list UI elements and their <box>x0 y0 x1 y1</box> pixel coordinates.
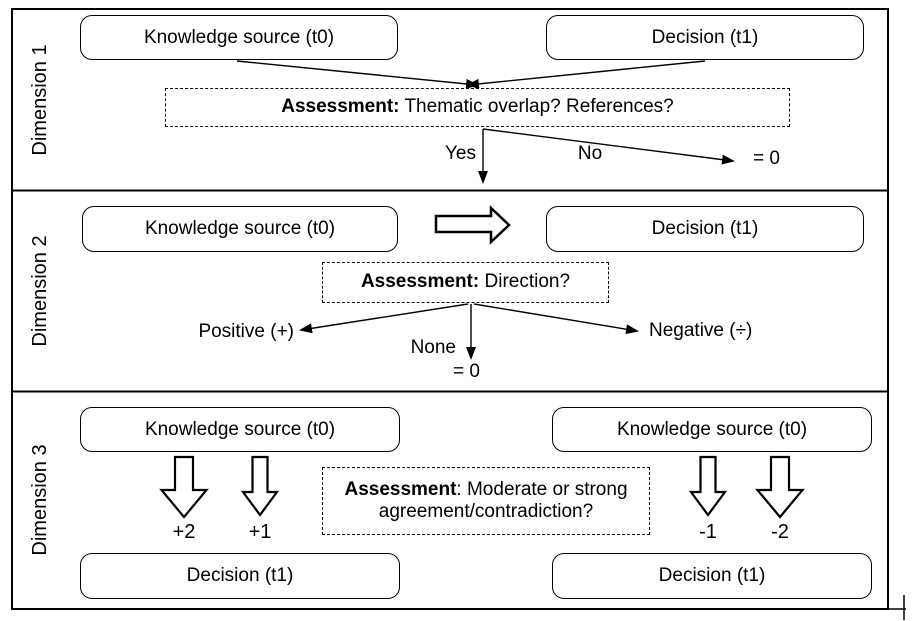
down-block-arrow-plus1-icon <box>240 455 280 517</box>
dim3-knowledge-source-box-right: Knowledge source (t0) <box>552 407 872 452</box>
dim1-zero-label: = 0 <box>753 148 780 169</box>
dim3-assessment-box: Assessment: Moderate or strong agreement… <box>322 467 650 535</box>
dim3-decision-right-label: Decision (t1) <box>658 565 766 586</box>
dimension-2-label: Dimension 2 <box>29 235 51 347</box>
dim2-decision-box: Decision (t1) <box>546 206 864 252</box>
dim2-zero-label: = 0 <box>453 361 480 382</box>
dim3-decision-box-right: Decision (t1) <box>552 553 872 599</box>
dim1-decision-label: Decision (t1) <box>651 26 759 48</box>
right-block-arrow-icon <box>434 205 511 245</box>
dim3-assessment-text-line2: agreement/contradiction? <box>378 501 594 522</box>
dim2-negative-arrow <box>473 303 639 335</box>
dim2-knowledge-source-box: Knowledge source (t0) <box>82 206 398 252</box>
dim2-positive-arrow <box>299 303 469 334</box>
down-block-arrow-minus2-icon <box>755 455 805 519</box>
dim2-none-label: None <box>410 337 456 358</box>
dim2-decision-label: Decision (t1) <box>651 218 759 239</box>
dim1-knowledge-to-assessment-arrow <box>236 60 479 89</box>
dim1-decision-to-assessment-arrow <box>466 60 706 89</box>
dim1-assessment-box: Assessment: Thematic overlap? References… <box>165 88 790 127</box>
dim1-knowledge-source-box: Knowledge source (t0) <box>80 15 398 60</box>
dim2-negative-label: Negative (÷) <box>649 320 753 341</box>
dim2-knowledge-source-label: Knowledge source (t0) <box>144 218 336 239</box>
dim3-knowledge-source-right-label: Knowledge source (t0) <box>616 418 808 440</box>
weight-minus1-label: -1 <box>699 521 717 543</box>
weight-plus2-label: +2 <box>172 521 196 543</box>
dim2-positive-label: Positive (+) <box>198 321 294 342</box>
dim1-decision-box: Decision (t1) <box>546 15 864 60</box>
dim1-knowledge-source-label: Knowledge source (t0) <box>143 26 335 48</box>
weight-minus2-label: -2 <box>771 521 789 543</box>
dim1-yes-label: Yes <box>445 143 476 164</box>
dim1-assessment-text: Thematic overlap? References? <box>399 96 674 118</box>
dim3-assessment-bold: Assessment <box>344 478 457 500</box>
dimension-1-label: Dimension 1 <box>29 44 51 156</box>
dim2-assessment-text: Direction? <box>479 271 571 293</box>
weight-plus1-label: +1 <box>248 521 272 543</box>
dim2-assessment-bold: Assessment: <box>360 271 480 293</box>
dim3-knowledge-source-box-left: Knowledge source (t0) <box>80 407 400 452</box>
dim3-assessment-text: : Moderate or strong <box>456 478 628 500</box>
dim3-decision-left-label: Decision (t1) <box>186 565 294 586</box>
dim1-assessment-bold: Assessment: <box>281 96 400 118</box>
dim3-decision-box-left: Decision (t1) <box>80 553 400 599</box>
down-block-arrow-plus2-icon <box>159 455 209 519</box>
down-block-arrow-minus1-icon <box>688 455 728 517</box>
dimension-3-label: Dimension 3 <box>29 444 51 556</box>
dim3-knowledge-source-left-label: Knowledge source (t0) <box>144 418 336 440</box>
dim1-no-label: No <box>577 143 603 164</box>
dim2-assessment-box: Assessment: Direction? <box>322 262 609 303</box>
